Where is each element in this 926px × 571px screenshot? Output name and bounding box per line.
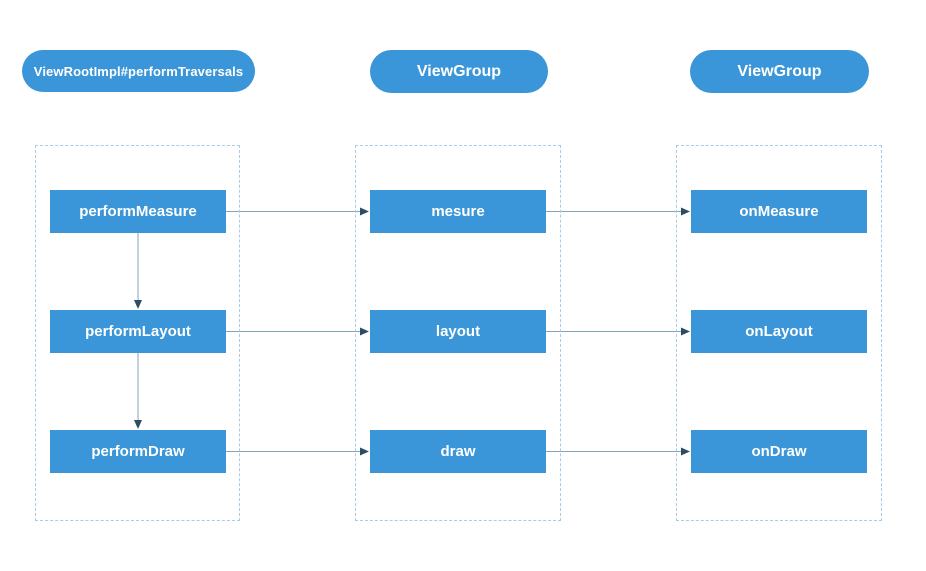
node-onDraw: onDraw xyxy=(691,430,867,473)
node-viewgroup-right: ViewGroup xyxy=(690,50,869,93)
node-label: layout xyxy=(435,323,481,340)
node-label: performMeasure xyxy=(79,203,197,220)
node-performMeasure: performMeasure xyxy=(50,190,226,233)
node-viewrootimpl-performtraversals: ViewRootImpl#performTraversals xyxy=(22,50,255,92)
node-label: performDraw xyxy=(91,443,185,460)
node-label: ViewGroup xyxy=(737,62,822,80)
node-label: ViewRootImpl#performTraversals xyxy=(33,63,244,79)
node-label: ViewGroup xyxy=(416,62,502,80)
node-label: draw xyxy=(440,443,476,460)
group-container-viewgroup-right xyxy=(676,145,882,521)
node-performDraw: performDraw xyxy=(50,430,226,473)
group-container-viewgroup-middle xyxy=(355,145,561,521)
node-label: onLayout xyxy=(745,323,813,340)
node-onMeasure: onMeasure xyxy=(691,190,867,233)
group-container-viewrootimpl xyxy=(35,145,240,521)
node-label: onMeasure xyxy=(739,203,819,220)
node-label: onDraw xyxy=(751,443,807,460)
node-draw: draw xyxy=(370,430,546,473)
node-label: performLayout xyxy=(85,323,191,340)
node-layout: layout xyxy=(370,310,546,353)
node-mesure: mesure xyxy=(370,190,546,233)
node-onLayout: onLayout xyxy=(691,310,867,353)
node-label: mesure xyxy=(431,203,485,220)
node-performLayout: performLayout xyxy=(50,310,226,353)
node-viewgroup-middle: ViewGroup xyxy=(370,50,548,93)
